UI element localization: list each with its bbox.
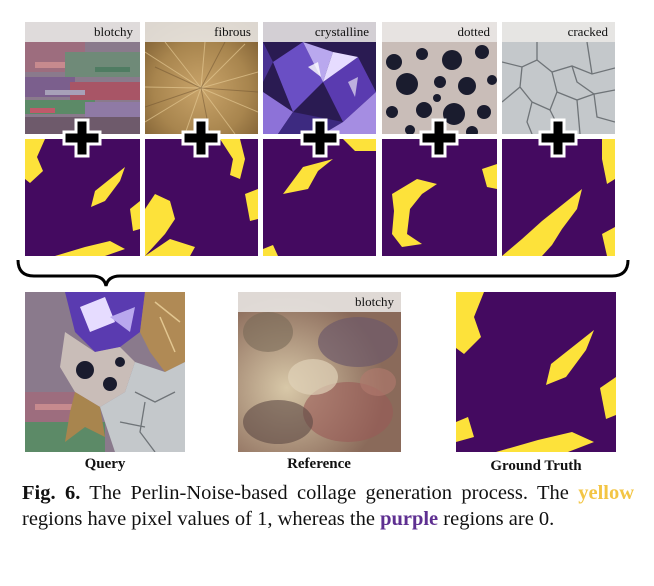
texture-blotchy: blotchy: [25, 22, 140, 134]
reference-texture: blotchy: [238, 292, 401, 452]
mask-4: [382, 139, 497, 256]
figure-caption: Fig. 6. The Perlin-Noise-based collage g…: [22, 480, 634, 532]
caption-text-3: regions are 0.: [438, 508, 555, 530]
ground-truth-image: [456, 292, 616, 452]
plus-icon: [181, 118, 221, 158]
ground-truth-label: Ground Truth: [490, 458, 582, 474]
texture-label-fibrous: fibrous: [145, 22, 258, 42]
texture-label-blotchy: blotchy: [25, 22, 140, 42]
mask-2: [145, 139, 258, 256]
curly-brace: [16, 259, 630, 287]
texture-label-dotted: dotted: [382, 22, 497, 42]
reference-label-caption: Reference: [287, 456, 351, 472]
mask-3-image: [263, 139, 376, 256]
mask-4-image: [382, 139, 497, 256]
ground-truth-mask: [456, 292, 616, 452]
texture-dotted: dotted: [382, 22, 497, 134]
caption-purple-word: purple: [380, 508, 439, 530]
plus-icon: [300, 118, 340, 158]
query-collage: [25, 292, 185, 452]
caption-text-2: regions have pixel values of 1, whereas …: [22, 508, 381, 530]
reference-label: blotchy: [238, 292, 401, 312]
mask-2-image: [145, 139, 258, 256]
reference-texture-image: [238, 292, 401, 452]
mask-1-image: [25, 139, 140, 256]
mask-5: [502, 139, 615, 256]
mask-1: [25, 139, 140, 256]
texture-label-crystalline: crystalline: [263, 22, 376, 42]
texture-label-cracked: cracked: [502, 22, 615, 42]
plus-icon: [62, 118, 102, 158]
texture-cracked: cracked: [502, 22, 615, 134]
texture-fibrous: fibrous: [145, 22, 258, 134]
query-label: Query: [84, 456, 126, 472]
figure-number: Fig. 6.: [22, 482, 81, 504]
caption-yellow-word: yellow: [578, 482, 635, 504]
query-collage-image: [25, 292, 185, 452]
mask-5-image: [502, 139, 615, 256]
plus-icon: [538, 118, 578, 158]
plus-icon: [419, 118, 459, 158]
texture-crystalline: crystalline: [263, 22, 376, 134]
caption-text-1: The Perlin-Noise-based collage generatio…: [80, 482, 579, 504]
mask-3: [263, 139, 376, 256]
